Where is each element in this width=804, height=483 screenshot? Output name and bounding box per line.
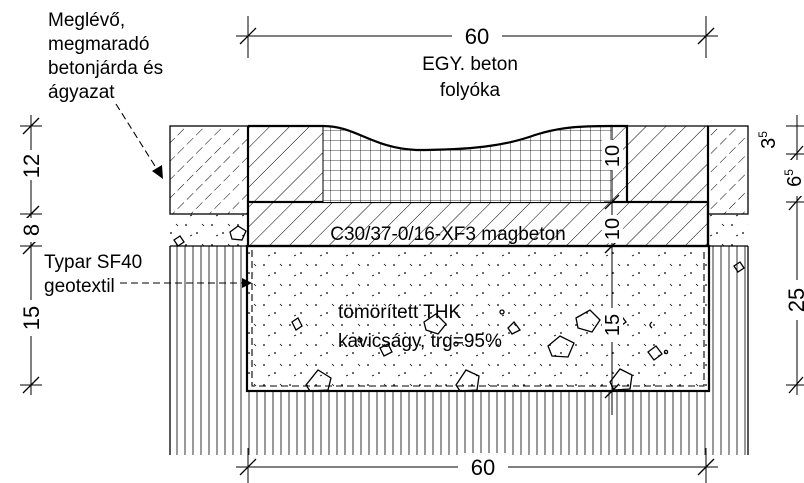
leader-existing-arrow bbox=[152, 165, 163, 179]
label-existing-pavement: Meglévő, megmaradó betonjárda és ágyazat bbox=[48, 10, 163, 103]
leader-existing-pavement bbox=[115, 103, 161, 175]
label-channel-line2: folyóka bbox=[440, 80, 501, 101]
dimension-right-middle: 65 bbox=[782, 169, 804, 187]
label-existing-line3: betonjárda és bbox=[48, 58, 163, 79]
label-existing-line2: megmaradó bbox=[48, 34, 149, 55]
label-channel: EGY. beton folyóka bbox=[422, 54, 518, 101]
dimension-top-width: 60 bbox=[465, 24, 489, 49]
dimension-left: 12 8 15 bbox=[19, 115, 44, 395]
dimension-inner-channel: 10 bbox=[602, 145, 624, 167]
dimension-bottom-width: 60 bbox=[471, 455, 495, 480]
label-gravel: tömörített THK kavicságy, trg=95% bbox=[338, 302, 502, 352]
label-geotextile-line2: geotextil bbox=[44, 276, 115, 297]
dimension-right-top: 35 bbox=[756, 131, 780, 149]
leader-geotextile-arrow bbox=[242, 278, 252, 288]
dimension-left-upper: 12 bbox=[19, 154, 44, 178]
dimension-inner-concrete: 10 bbox=[602, 218, 624, 240]
gravel-bed bbox=[245, 244, 711, 393]
aggregate-stones bbox=[173, 225, 745, 392]
label-gravel-line2: kavicságy, trg=95% bbox=[338, 331, 502, 352]
dimension-right: 35 65 25 bbox=[756, 115, 804, 395]
dimension-left-middle: 8 bbox=[19, 224, 44, 236]
dimension-inner: 10 10 15 bbox=[602, 125, 624, 415]
dimension-right-lower: 25 bbox=[784, 288, 804, 312]
label-geotextile: Typar SF40 geotextil bbox=[44, 252, 142, 297]
existing-pavement-right bbox=[707, 125, 749, 247]
label-gravel-line1: tömörített THK bbox=[338, 302, 462, 323]
label-concrete: C30/37-0/16-XF3 magbeton bbox=[330, 224, 566, 245]
label-geotextile-line1: Typar SF40 bbox=[44, 252, 142, 273]
channel-element bbox=[246, 124, 710, 246]
dimension-top: 60 bbox=[236, 16, 718, 58]
dimension-bottom: 60 bbox=[236, 448, 718, 483]
geotextile-line bbox=[251, 250, 705, 387]
dimension-inner-gravel: 15 bbox=[602, 314, 624, 336]
label-channel-line1: EGY. beton bbox=[422, 54, 518, 75]
label-existing-line1: Meglévő, bbox=[48, 10, 125, 31]
label-existing-line4: ágyazat bbox=[48, 82, 115, 103]
dimension-left-lower: 15 bbox=[19, 306, 44, 330]
